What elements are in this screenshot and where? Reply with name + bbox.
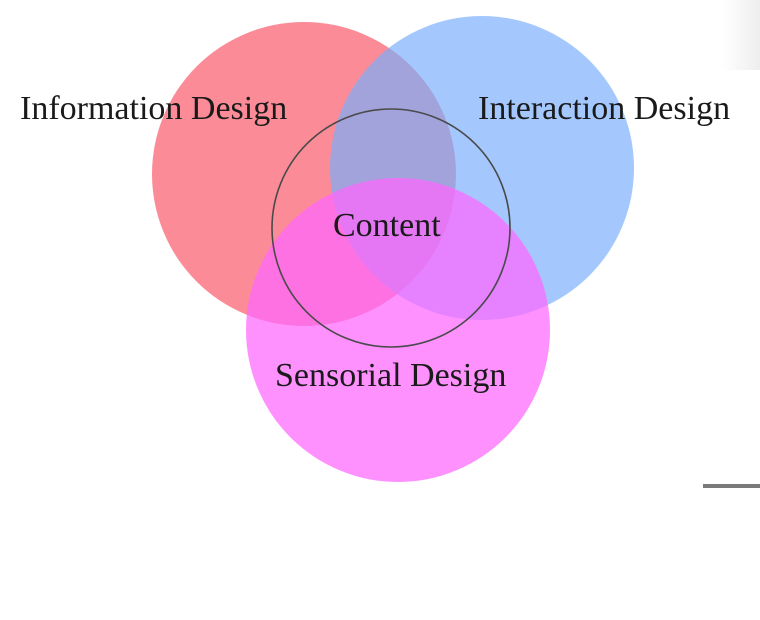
sensorial-design-circle — [246, 178, 550, 482]
content-label: Content — [333, 207, 441, 244]
content-circle — [271, 108, 511, 348]
corner-shadow — [722, 0, 760, 70]
edge-divider-line — [703, 484, 760, 488]
sensorial-design-label: Sensorial Design — [275, 357, 506, 394]
information-design-label: Information Design — [20, 90, 287, 127]
interaction-design-label: Interaction Design — [478, 90, 730, 127]
